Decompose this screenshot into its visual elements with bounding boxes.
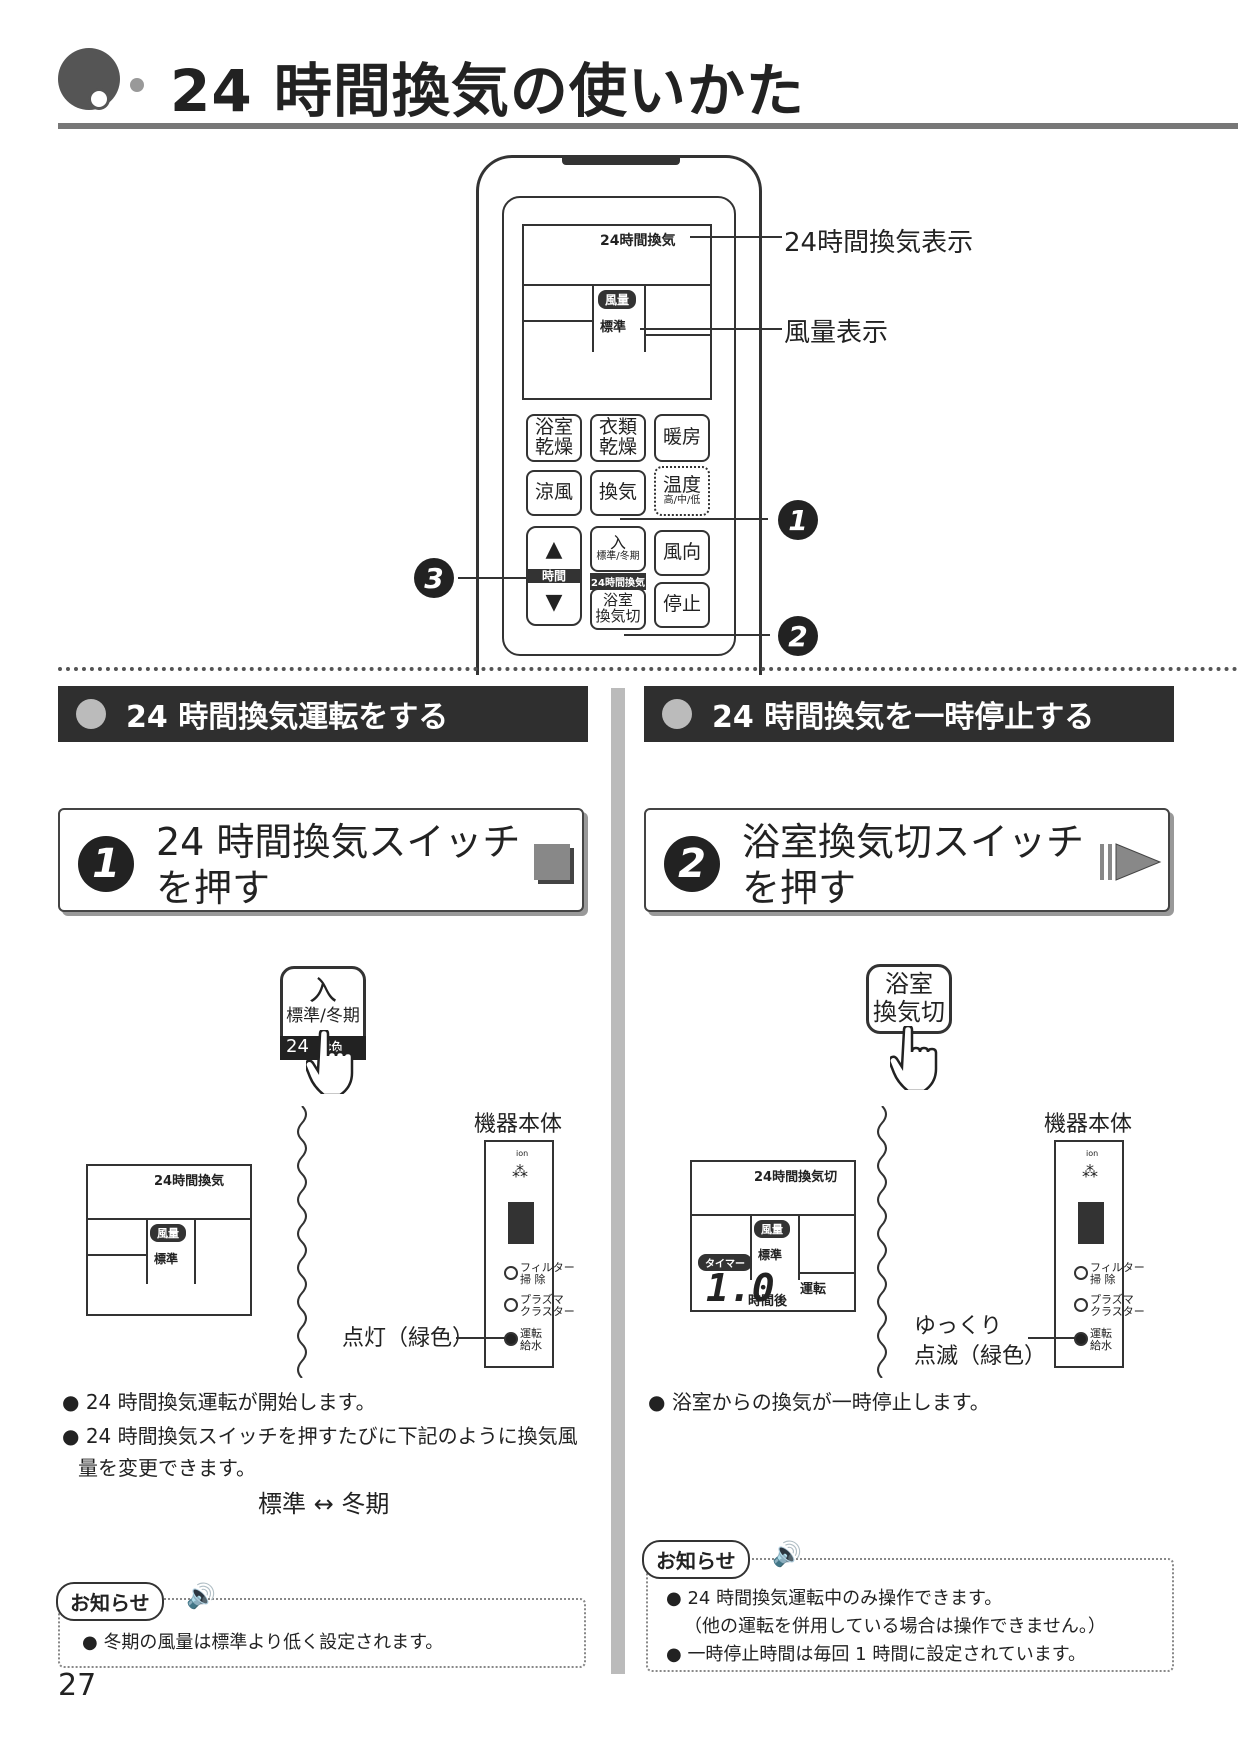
led-status-label: 点灯（緑色） bbox=[342, 1326, 475, 1351]
filter-led bbox=[504, 1266, 518, 1280]
page-number: 27 bbox=[58, 1668, 97, 1703]
section-separator bbox=[58, 667, 1238, 671]
heading-bullet-icon bbox=[76, 699, 106, 729]
plasma-led bbox=[1074, 1298, 1088, 1312]
cool-breeze-button[interactable]: 涼風 bbox=[526, 470, 582, 516]
timer-badge: タイマー bbox=[698, 1254, 752, 1271]
callout-airflow-display: 風量表示 bbox=[784, 318, 889, 348]
stop-button[interactable]: 停止 bbox=[654, 582, 710, 628]
notice-item: ● 冬期の風量は標準より低く設定されます。 bbox=[82, 1632, 444, 1653]
notice-item-continuation: （他の運転を併用している場合は操作できません。） bbox=[684, 1616, 1106, 1637]
ventilation-button[interactable]: 換気 bbox=[590, 470, 646, 516]
ion-icon: ⁂ bbox=[512, 1162, 528, 1181]
led-status-label: ゆっくり bbox=[914, 1314, 1003, 1339]
callout-number-3: 3 bbox=[414, 558, 454, 598]
step-instruction: 浴室換気切スイッチ を押す bbox=[742, 820, 1085, 910]
bullet-item: ● 24 時間換気スイッチを押すたびに下記のように換気風 bbox=[62, 1424, 578, 1448]
step-number: 2 bbox=[664, 836, 720, 892]
right-section-heading: 24 時間換気を一時停止する bbox=[644, 686, 1174, 742]
heat-button[interactable]: 暖房 bbox=[654, 414, 710, 462]
pause-play-icon bbox=[1100, 843, 1162, 881]
time-label: 時間 bbox=[527, 568, 581, 584]
bullet-item: ● 浴室からの換気が一時停止します。 bbox=[648, 1390, 990, 1414]
vent-24h-label: 24時間換気 bbox=[590, 573, 646, 590]
notice-item: ● 一時停止時間は毎回 1 時間に設定されています。 bbox=[666, 1644, 1086, 1665]
stop-square-icon bbox=[534, 844, 570, 880]
bullet-item: ● 24 時間換気運転が開始します。 bbox=[62, 1390, 376, 1414]
vent-24h-on-button[interactable]: 入標準/冬期 bbox=[590, 526, 646, 572]
right-unit-panel: ion ⁂ フィルター掃 除 プラズマクラスター 運転給水 bbox=[1054, 1140, 1145, 1368]
pressing-hand-icon bbox=[306, 1030, 354, 1094]
temperature-button[interactable]: 温度高/中/低 bbox=[654, 466, 710, 516]
timer-digits: 1.0 bbox=[706, 1266, 775, 1310]
right-notice-box bbox=[646, 1558, 1174, 1672]
callout-mode-display: 24時間換気表示 bbox=[784, 228, 974, 258]
ion-icon: ⁂ bbox=[1082, 1162, 1098, 1181]
wavy-divider-icon bbox=[877, 1106, 887, 1378]
title-decoration-icon bbox=[88, 88, 110, 110]
notice-pill: お知らせ bbox=[56, 1582, 164, 1621]
remote-panel bbox=[502, 196, 736, 656]
title-rule bbox=[58, 123, 1238, 129]
page-title: 24 時間換気の使いかた bbox=[170, 57, 805, 125]
right-step-box: 2 浴室換気切スイッチ を押す bbox=[644, 808, 1170, 912]
left-unit-panel: ion ⁂ フィルター掃 除 プラズマクラスター 運転給水 bbox=[484, 1140, 575, 1368]
right-unit-title: 機器本体 bbox=[1044, 1112, 1133, 1137]
lcd-airflow-badge: 風量 bbox=[598, 290, 637, 309]
speaker-icon: 🔊 bbox=[772, 1540, 802, 1568]
column-divider bbox=[611, 688, 625, 1674]
run-led bbox=[504, 1332, 518, 1346]
unit-sensor-window bbox=[1078, 1202, 1104, 1244]
zoom-bath-vent-off-button[interactable]: 浴室 換気切 bbox=[866, 964, 952, 1034]
left-unit-title: 機器本体 bbox=[474, 1112, 563, 1137]
filter-led bbox=[1074, 1266, 1088, 1280]
time-up-button[interactable]: ▲ bbox=[545, 536, 563, 562]
wavy-divider-icon bbox=[297, 1106, 307, 1378]
step-instruction: 24 時間換気スイッチ を押す bbox=[156, 820, 521, 910]
heading-bullet-icon bbox=[662, 699, 692, 729]
remote-lcd: 24時間換気 風量 標準 bbox=[522, 224, 712, 400]
bullet-continuation: 量を変更できます。 bbox=[78, 1456, 256, 1480]
notice-item: ● 24 時間換気運転中のみ操作できます。 bbox=[666, 1588, 1003, 1609]
plasma-led bbox=[504, 1298, 518, 1312]
time-button-group: ▲ 時間 ▼ bbox=[526, 526, 582, 626]
airflow-cycle: 標準 ↔ 冬期 bbox=[258, 1490, 390, 1518]
remote-top-bar bbox=[562, 155, 680, 165]
air-direction-button[interactable]: 風向 bbox=[654, 530, 710, 576]
time-down-button[interactable]: ▼ bbox=[545, 590, 563, 616]
unit-sensor-window bbox=[508, 1202, 534, 1244]
left-section-heading: 24 時間換気運転をする bbox=[58, 686, 588, 742]
run-led bbox=[1074, 1332, 1088, 1346]
callout-number-2: 2 bbox=[778, 616, 818, 656]
notice-pill: お知らせ bbox=[642, 1540, 750, 1579]
title-decoration-icon bbox=[130, 78, 144, 92]
callout-number-1: 1 bbox=[778, 500, 818, 540]
speaker-icon: 🔊 bbox=[186, 1582, 216, 1610]
led-status-label: 点滅（緑色） bbox=[914, 1344, 1047, 1369]
left-step-box: 1 24 時間換気スイッチ を押す bbox=[58, 808, 584, 912]
right-lcd-display: 24時間換気切 風量 標準 タイマー 1.0 時間後 運転 bbox=[690, 1160, 856, 1312]
left-lcd-display: 24時間換気 風量 標準 bbox=[86, 1164, 252, 1316]
lcd-airflow-value: 標準 bbox=[600, 320, 627, 335]
bath-vent-off-button[interactable]: 浴室換気切 bbox=[590, 588, 646, 630]
step-number: 1 bbox=[78, 836, 134, 892]
clothes-dry-button[interactable]: 衣類乾燥 bbox=[590, 414, 646, 462]
pressing-hand-icon bbox=[890, 1026, 938, 1090]
bath-dry-button[interactable]: 浴室乾燥 bbox=[526, 414, 582, 462]
lcd-mode-text: 24時間換気 bbox=[600, 233, 676, 249]
left-notice-box bbox=[58, 1598, 586, 1668]
